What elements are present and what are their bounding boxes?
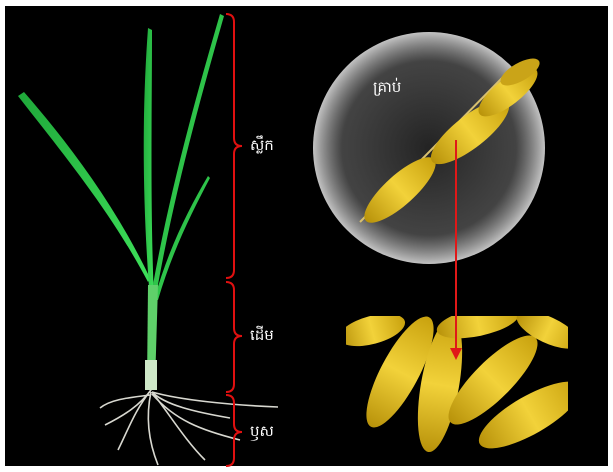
leaf-blade-right-top: [152, 14, 224, 290]
stem-label: ដើម: [250, 326, 274, 348]
magnified-grain-view: [313, 32, 545, 264]
stem-base: [145, 360, 157, 390]
seed-closeup: [336, 300, 590, 466]
leaf-blade-tall: [144, 28, 154, 300]
leaf-label: ស្លឹក: [250, 136, 274, 158]
rice-plant: [18, 14, 278, 465]
leaf-blade-left: [18, 92, 150, 282]
root-label: ឫស: [250, 422, 274, 444]
leaf-brace: [226, 14, 242, 278]
root-brace: [226, 395, 242, 466]
stem-brace: [226, 282, 242, 392]
grain-label: គ្រាប់: [373, 78, 401, 100]
